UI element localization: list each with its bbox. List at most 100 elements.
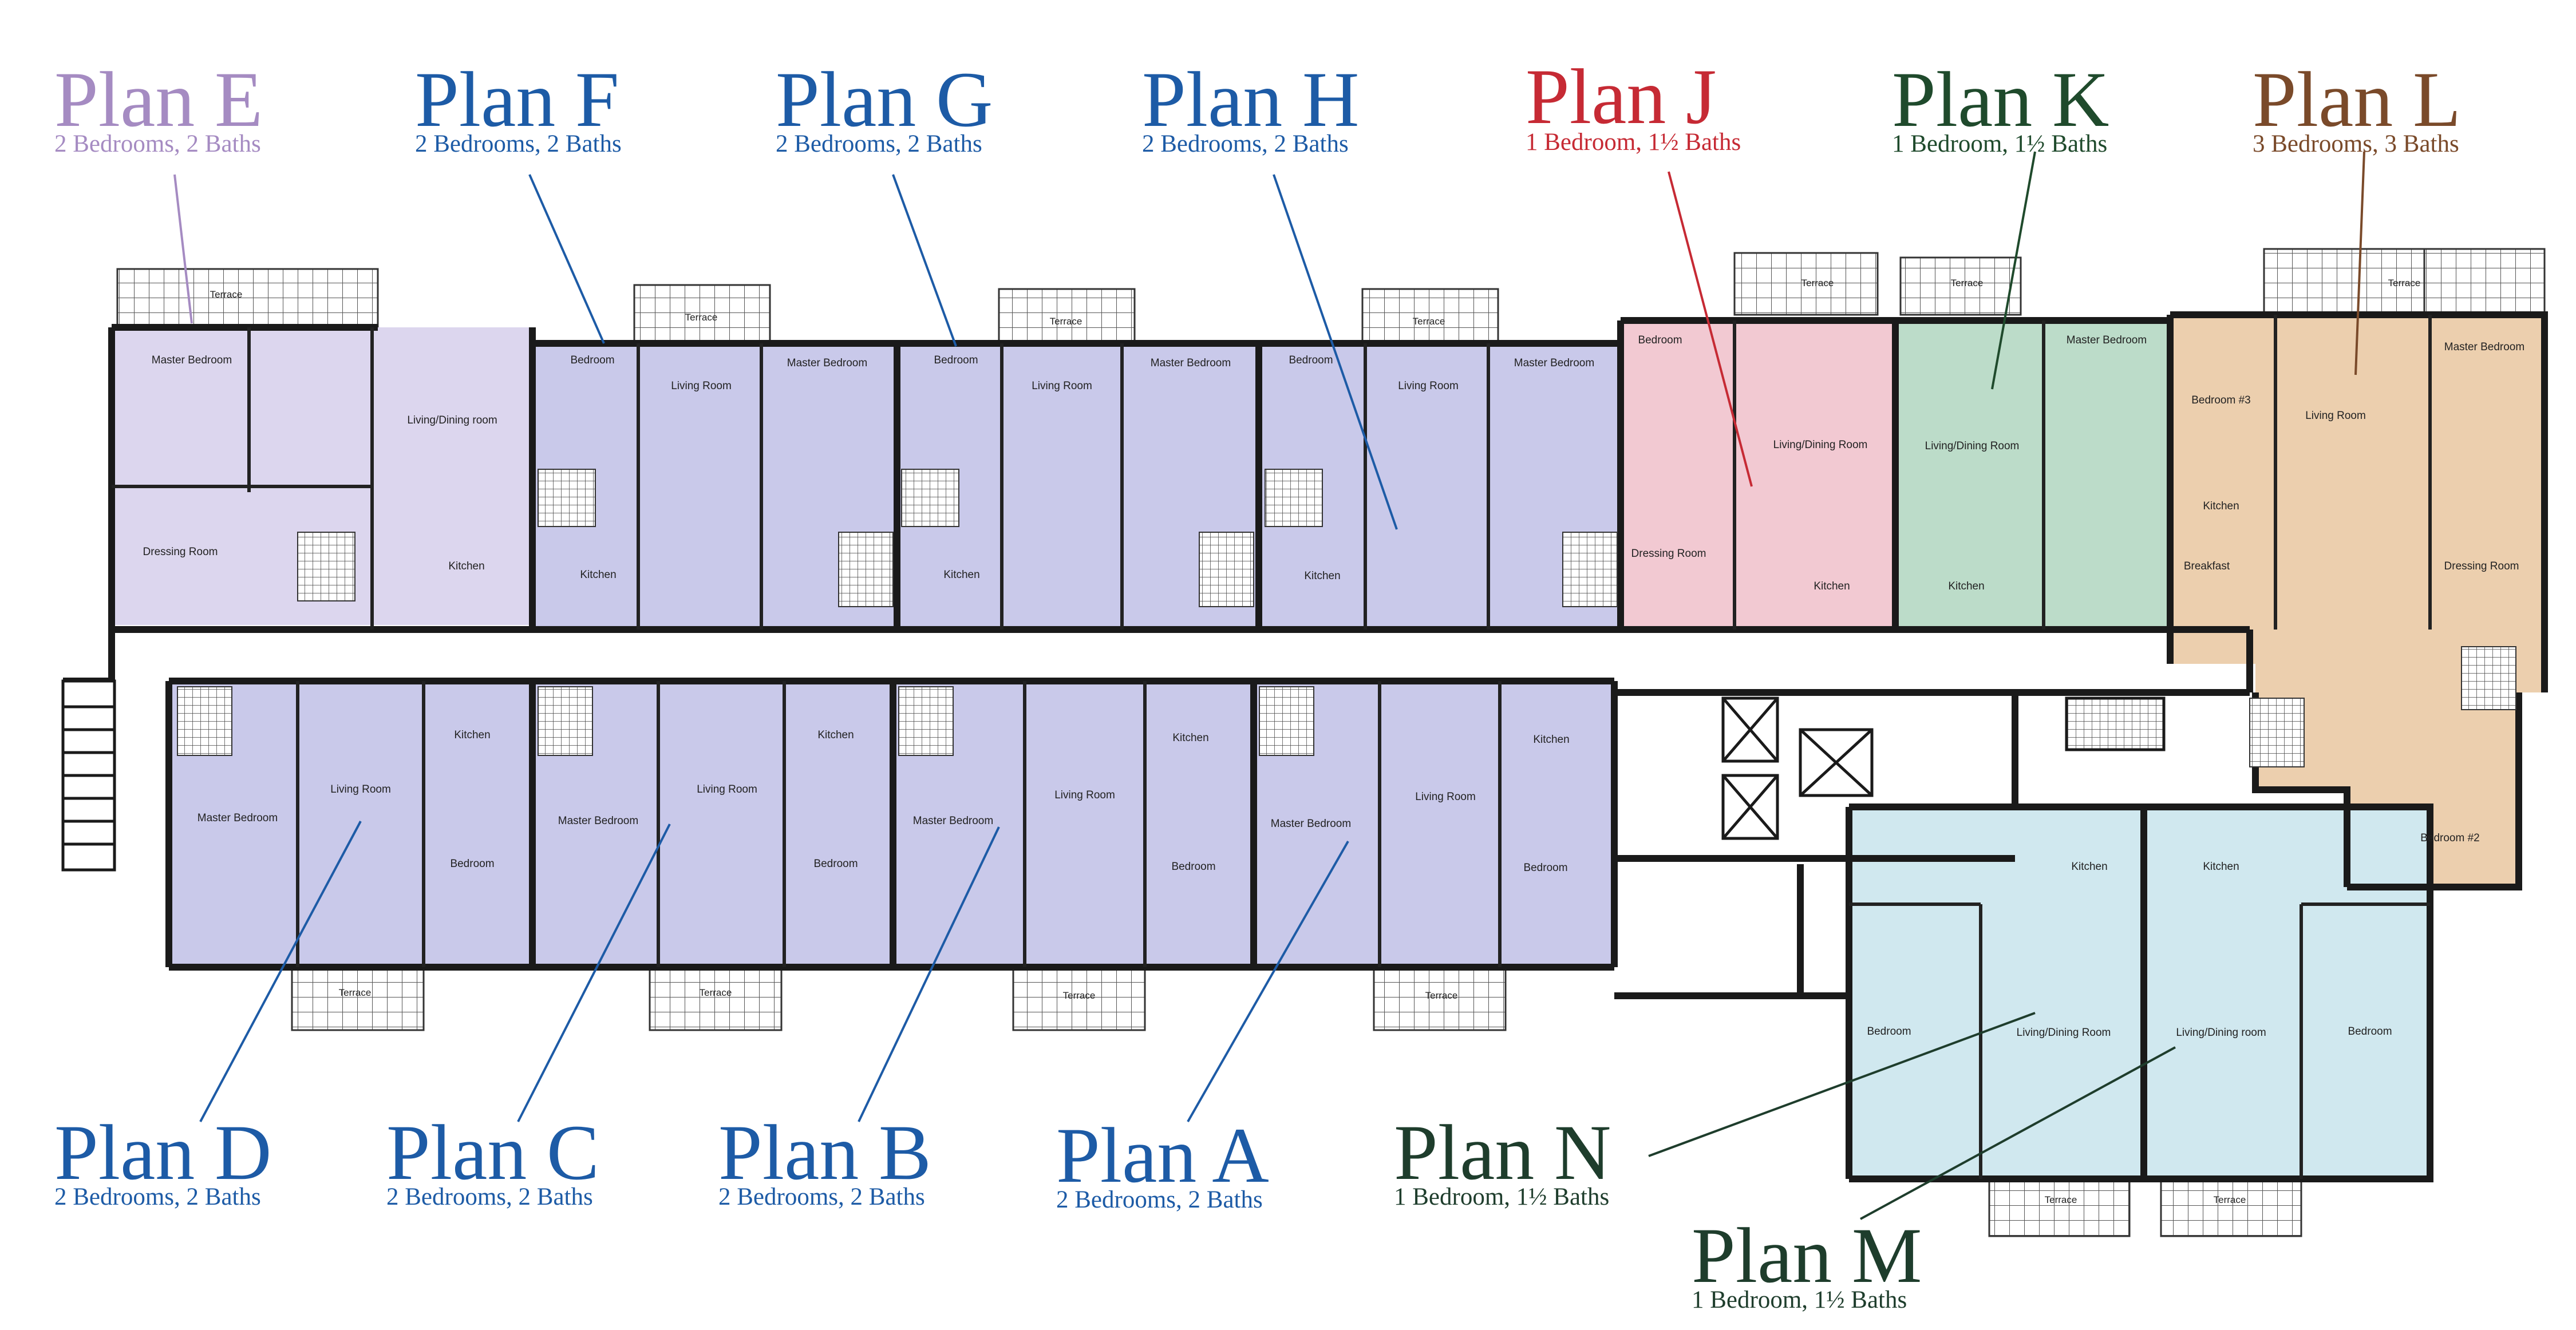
plan-g-label: Plan G 2 Bedrooms, 2 Baths bbox=[776, 56, 993, 157]
room-label-terrace: Terrace bbox=[2214, 1194, 2246, 1205]
plan-n-label: Plan N 1 Bedroom, 1½ Baths bbox=[1394, 1109, 1611, 1210]
terrace-plan-e bbox=[116, 268, 379, 330]
unit-plan-k bbox=[1895, 320, 2170, 630]
leader-lines bbox=[173, 151, 2365, 1220]
room-label-kitchen: Kitchen bbox=[2203, 500, 2239, 512]
plan-f-label: Plan F 2 Bedrooms, 2 Baths bbox=[415, 56, 622, 157]
room-label-kitchen: Kitchen bbox=[580, 569, 616, 581]
room-label-living-room: Living Room bbox=[671, 380, 732, 392]
room-label-living-room: Living Room bbox=[1054, 789, 1115, 801]
room-label-terrace: Terrace bbox=[1801, 278, 1834, 288]
room-label-breakfast: Breakfast bbox=[2184, 560, 2230, 572]
plan-c-subtitle: 2 Bedrooms, 2 Baths bbox=[386, 1183, 593, 1210]
room-label-dressing-room: Dressing Room bbox=[2444, 560, 2519, 572]
room-label-living-room: Living Room bbox=[1398, 380, 1459, 392]
plan-j-title: Plan J bbox=[1526, 53, 1717, 140]
plan-g-title: Plan G bbox=[776, 56, 993, 143]
plan-b-label: Plan B 2 Bedrooms, 2 Baths bbox=[718, 1109, 931, 1210]
room-label-kitchen: Kitchen bbox=[454, 729, 490, 741]
plan-a-label: Plan A 2 Bedrooms, 2 Baths bbox=[1056, 1111, 1269, 1213]
plan-d-label: Plan D 2 Bedrooms, 2 Baths bbox=[54, 1109, 272, 1210]
room-label-master-bedroom: Master Bedroom bbox=[2444, 341, 2524, 353]
room-label-master-bedroom: Master Bedroom bbox=[197, 812, 278, 824]
room-label-bedroom: Bedroom bbox=[813, 858, 858, 870]
room-label-bedroom: Bedroom bbox=[1523, 862, 1567, 874]
bathroom-tiles bbox=[177, 469, 2516, 767]
plan-m-title: Plan M bbox=[1692, 1212, 1922, 1299]
plan-g-subtitle: 2 Bedrooms, 2 Baths bbox=[776, 130, 982, 157]
room-label-terrace: Terrace bbox=[685, 312, 718, 323]
room-label-master-bedroom: Master Bedroom bbox=[1151, 357, 1231, 369]
plan-e-subtitle: 2 Bedrooms, 2 Baths bbox=[54, 130, 261, 157]
room-label-master-bedroom: Master Bedroom bbox=[913, 815, 993, 827]
room-label-living-dining: Living/Dining Room bbox=[1773, 439, 1868, 451]
room-label-terrace: Terrace bbox=[1063, 990, 1096, 1001]
room-label-kitchen: Kitchen bbox=[1304, 570, 1340, 582]
plan-b-subtitle: 2 Bedrooms, 2 Baths bbox=[718, 1183, 925, 1210]
room-label-terrace: Terrace bbox=[700, 987, 732, 998]
room-label-kitchen: Kitchen bbox=[943, 569, 979, 581]
room-label-terrace: Terrace bbox=[2045, 1194, 2077, 1205]
terrace-plan-n bbox=[1988, 1178, 2131, 1237]
room-label-bedroom: Bedroom bbox=[1638, 334, 1682, 346]
plan-k-label: Plan K 1 Bedroom, 1½ Baths bbox=[1892, 56, 2109, 157]
room-label-kitchen: Kitchen bbox=[2071, 861, 2107, 873]
unit-plan-j bbox=[1621, 320, 1895, 630]
terrace-plan-c bbox=[649, 963, 783, 1031]
terrace-plan-f bbox=[633, 284, 771, 343]
plan-f-title: Plan F bbox=[415, 56, 619, 143]
room-label-kitchen: Kitchen bbox=[817, 729, 854, 741]
plan-e-title: Plan E bbox=[54, 56, 263, 143]
terrace-plan-a bbox=[1373, 963, 1507, 1031]
plan-n-title: Plan N bbox=[1394, 1109, 1611, 1196]
interior-details bbox=[112, 315, 2432, 1179]
plan-l-label: Plan L 3 Bedrooms, 3 Baths bbox=[2253, 56, 2461, 157]
plan-n-subtitle: 1 Bedroom, 1½ Baths bbox=[1394, 1183, 1609, 1210]
plan-m-label: Plan M 1 Bedroom, 1½ Baths bbox=[1692, 1212, 1922, 1313]
plan-j-label: Plan J 1 Bedroom, 1½ Baths bbox=[1526, 53, 1741, 156]
plan-l-title: Plan L bbox=[2253, 56, 2461, 143]
plan-labels: Plan E 2 Bedrooms, 2 Baths Plan F 2 Bedr… bbox=[54, 53, 2461, 1313]
terrace-plan-d bbox=[291, 963, 425, 1031]
room-label-terrace: Terrace bbox=[1050, 316, 1082, 327]
room-label-master-bedroom: Master Bedroom bbox=[2067, 334, 2147, 346]
room-label-bedroom: Bedroom bbox=[570, 354, 614, 366]
room-label-kitchen: Kitchen bbox=[448, 560, 484, 572]
plan-j-subtitle: 1 Bedroom, 1½ Baths bbox=[1526, 129, 1741, 156]
room-label-terrace: Terrace bbox=[1413, 316, 1445, 327]
terrace-plan-j bbox=[1733, 252, 1879, 316]
room-label-living-room: Living Room bbox=[2305, 410, 2366, 422]
terrace-plan-l-2 bbox=[2423, 248, 2546, 316]
room-label-living-room: Living Room bbox=[330, 783, 391, 795]
room-label-living-dining: Living/Dining room bbox=[407, 414, 497, 426]
room-label-terrace: Terrace bbox=[2388, 278, 2421, 288]
room-label-living-room: Living Room bbox=[1032, 380, 1092, 392]
unit-plan-n bbox=[1849, 807, 2144, 1179]
unit-plan-pc bbox=[424, 681, 532, 967]
room-label-master-bedroom: Master Bedroom bbox=[558, 815, 638, 827]
unit-plan-m bbox=[2144, 807, 2430, 1179]
room-label-bedroom: Bedroom bbox=[1867, 1026, 1911, 1038]
room-label-terrace: Terrace bbox=[339, 987, 372, 998]
room-label-living-dining: Living/Dining Room bbox=[2017, 1027, 2111, 1039]
terrace-plan-k bbox=[1899, 256, 2022, 316]
room-label-bedroom: Bedroom bbox=[1289, 354, 1333, 366]
room-label-bedroom: Bedroom bbox=[450, 858, 494, 870]
room-label-master-bedroom: Master Bedroom bbox=[152, 354, 232, 366]
room-label-living-dining: Living/Dining Room bbox=[1925, 440, 2020, 452]
room-label-kitchen: Kitchen bbox=[1948, 580, 1984, 592]
plan-c-label: Plan C 2 Bedrooms, 2 Baths bbox=[386, 1109, 599, 1210]
terrace-plan-b bbox=[1012, 963, 1146, 1031]
plan-c-title: Plan C bbox=[386, 1109, 599, 1196]
plan-e-label: Plan E 2 Bedrooms, 2 Baths bbox=[54, 56, 263, 157]
plan-k-title: Plan K bbox=[1892, 56, 2109, 143]
plan-h-subtitle: 2 Bedrooms, 2 Baths bbox=[1142, 130, 1349, 157]
terrace-plan-h bbox=[1361, 288, 1499, 345]
room-label-living-room: Living Room bbox=[1415, 791, 1476, 803]
plan-l-subtitle: 3 Bedrooms, 3 Baths bbox=[2253, 130, 2459, 157]
room-label-bedroom-2: Bedroom #2 bbox=[2420, 832, 2480, 844]
room-label-master-bedroom: Master Bedroom bbox=[1271, 818, 1351, 830]
room-label-dressing-room: Dressing Room bbox=[143, 546, 218, 558]
room-label-terrace: Terrace bbox=[210, 289, 243, 300]
